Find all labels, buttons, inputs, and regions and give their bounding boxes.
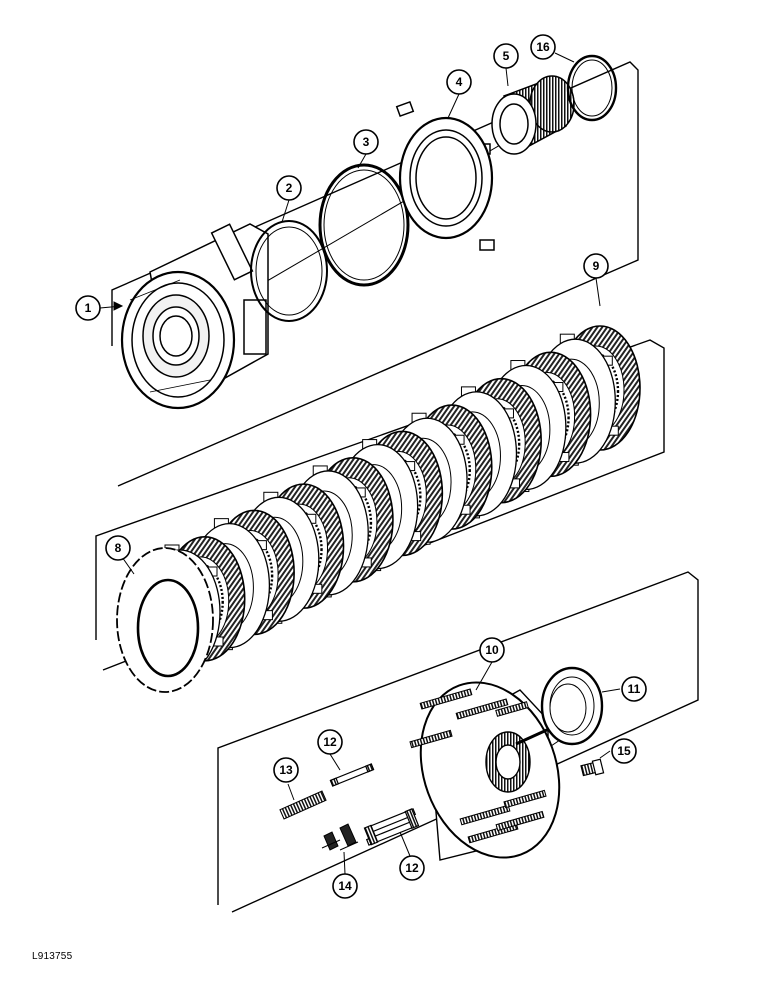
figure-reference-code: L913755: [32, 951, 73, 962]
callout-circle: [611, 738, 637, 764]
callout-label: 5: [503, 49, 510, 63]
clutch-drum: [120, 223, 269, 410]
callout-circle: [332, 873, 358, 899]
callout-part-2: 2: [276, 175, 302, 201]
oil-seal: [540, 666, 604, 746]
callout-part-3: 3: [353, 129, 379, 155]
pin-upper: [329, 763, 375, 787]
callout-circle: [493, 43, 519, 69]
callout-label: 9: [593, 259, 600, 273]
group-frame-bottom: [217, 571, 699, 913]
callout-circle: [353, 129, 379, 155]
callout-circle: [276, 175, 302, 201]
callout-label: 10: [485, 643, 499, 657]
seal-ring-3: [318, 163, 410, 287]
callout-label: 15: [617, 744, 631, 758]
snap-ring-16: [566, 54, 618, 122]
pin-lower: [363, 808, 420, 846]
leader-lines: [99, 52, 621, 875]
callout-label: 4: [456, 75, 463, 89]
callout-part-14: 14: [332, 873, 358, 899]
callout-part-1: 1: [75, 295, 101, 321]
callout-part-8: 8: [105, 535, 131, 561]
pump-cover-assembly: [409, 681, 591, 861]
callout-circle: [273, 757, 299, 783]
callout-part-15: 15: [611, 738, 637, 764]
callout-label: 13: [279, 763, 293, 777]
callout-part-9: 9: [583, 253, 609, 279]
callout-circle: [317, 729, 343, 755]
group-frame-top: [111, 61, 639, 487]
retaining-clips: [321, 823, 359, 851]
callout-part-12a: 12: [317, 729, 343, 755]
cover-springs: [409, 688, 547, 844]
callout-label: 16: [536, 40, 550, 54]
callout-part-13: 13: [273, 757, 299, 783]
clutch-pack: [116, 325, 641, 693]
callout-label: 11: [628, 682, 641, 696]
callout-circle: [446, 69, 472, 95]
callout-circle: [530, 34, 556, 60]
callout-part-12b: 12: [399, 855, 425, 881]
callout-label: 12: [405, 861, 419, 875]
group-frame-middle: [95, 339, 665, 671]
callout-label: 3: [363, 135, 370, 149]
callout-label: 14: [338, 879, 352, 893]
callout-circle: [105, 535, 131, 561]
callout-part-5: 5: [493, 43, 519, 69]
callout-circle: [583, 253, 609, 279]
callout-part-11: 11: [621, 676, 647, 702]
callout-part-4: 4: [446, 69, 472, 95]
piston: [395, 100, 495, 251]
callout-label: 12: [323, 735, 337, 749]
callout-part-16: 16: [530, 34, 556, 60]
seal-ring-2: [250, 220, 328, 322]
callout-circle: [75, 295, 101, 321]
spring: [279, 790, 327, 820]
callout-circle: [479, 637, 505, 663]
splined-hub: [491, 75, 575, 155]
front-separator-plate: [116, 547, 214, 693]
callout-label: 1: [85, 301, 92, 315]
callout-circle: [621, 676, 647, 702]
callout-label: 8: [115, 541, 122, 555]
callout-part-10: 10: [479, 637, 505, 663]
bolt: [580, 758, 605, 777]
callout-label: 2: [286, 181, 293, 195]
callout-circle: [399, 855, 425, 881]
